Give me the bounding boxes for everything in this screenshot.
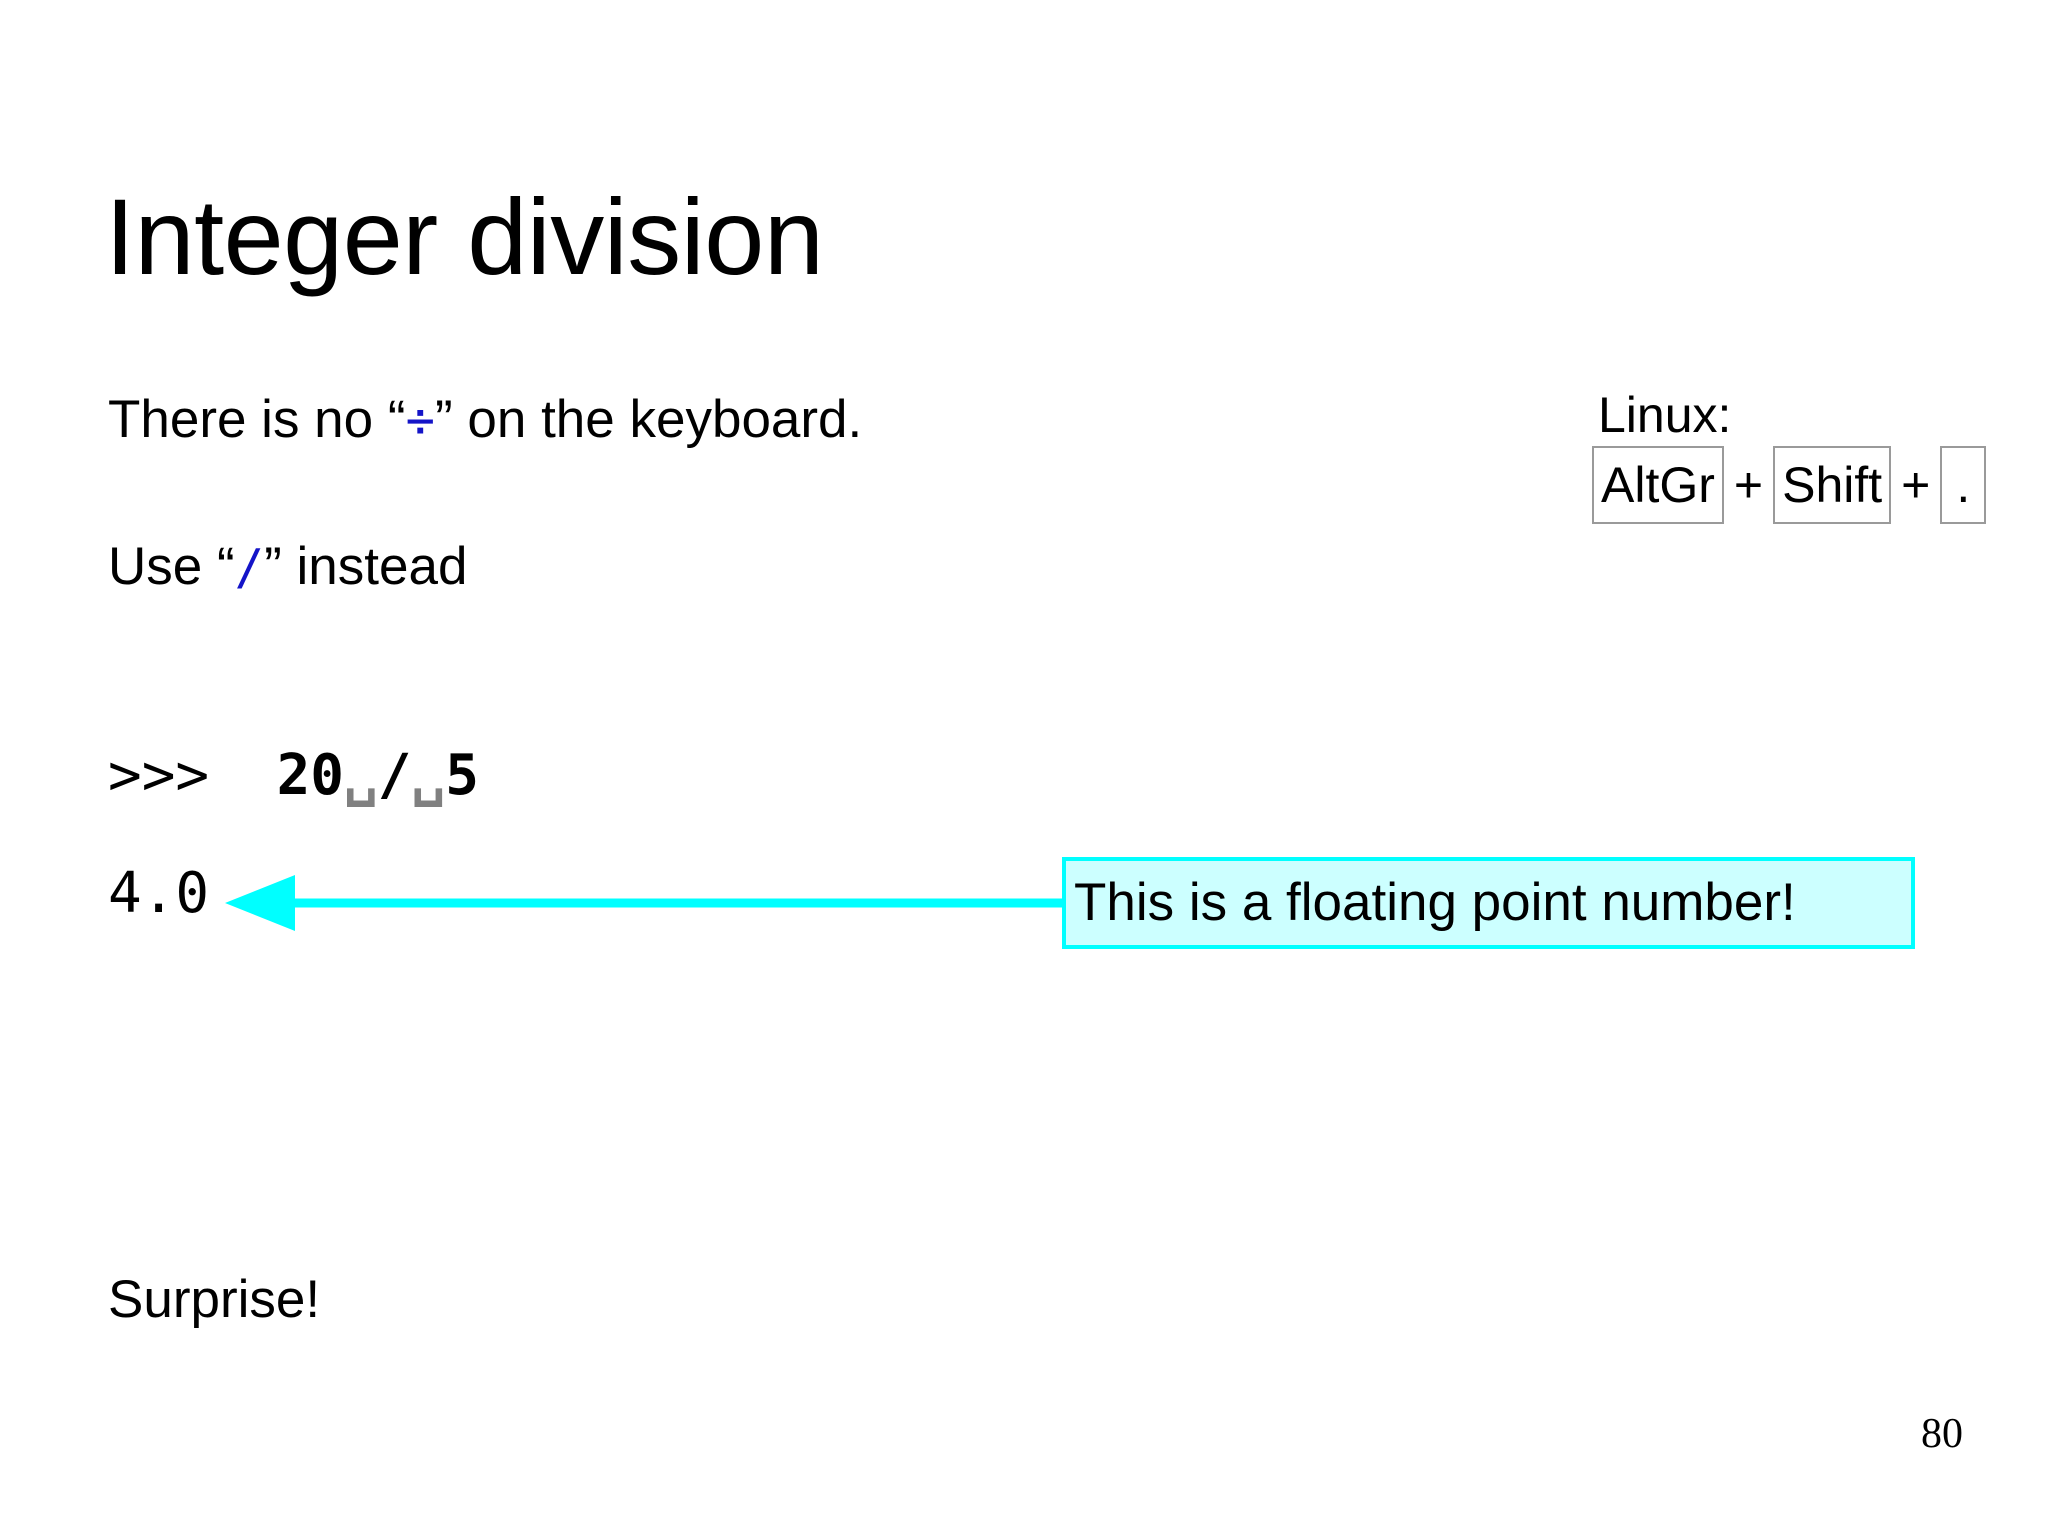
key-separator-plus-1: + bbox=[1733, 457, 1764, 513]
division-symbol: ÷ bbox=[405, 392, 436, 449]
key-altgr: AltGr bbox=[1592, 446, 1724, 524]
repl-expression: 20␣/␣5 bbox=[209, 743, 479, 808]
repl-prompt: >>> bbox=[108, 743, 210, 808]
linux-shortcut-block: Linux: AltGr + Shift + . bbox=[1592, 387, 1987, 524]
callout-arrow-icon bbox=[225, 875, 1070, 931]
page-number: 80 bbox=[1921, 1411, 1963, 1457]
space-marker-1: ␣ bbox=[344, 743, 378, 808]
callout-box: This is a floating point number! bbox=[1062, 857, 1915, 949]
key-combination-row: AltGr + Shift + . bbox=[1592, 446, 1987, 524]
repl-operator: / bbox=[377, 743, 412, 808]
surprise-text: Surprise! bbox=[108, 1270, 321, 1329]
key-shift: Shift bbox=[1773, 446, 1892, 524]
slash-symbol: / bbox=[234, 539, 265, 596]
no-division-sign-prefix: There is no “ bbox=[108, 390, 406, 449]
use-slash-prefix: Use “ bbox=[108, 537, 235, 596]
use-slash-text: Use “/” instead bbox=[108, 537, 467, 598]
key-period: . bbox=[1940, 446, 1987, 524]
repl-operand-left: 20 bbox=[276, 743, 345, 808]
repl-operand-right: 5 bbox=[445, 743, 479, 808]
use-slash-suffix: ” instead bbox=[264, 537, 468, 596]
page-title: Integer division bbox=[105, 176, 824, 298]
no-division-sign-text: There is no “÷” on the keyboard. bbox=[108, 390, 862, 451]
space-marker-2: ␣ bbox=[411, 743, 446, 808]
callout-text: This is a floating point number! bbox=[1074, 872, 1796, 932]
key-separator-plus-2: + bbox=[1901, 457, 1931, 513]
no-division-sign-suffix: ” on the keyboard. bbox=[435, 390, 863, 449]
linux-label: Linux: bbox=[1598, 387, 1732, 443]
repl-prompt-line: >>> 20␣/␣5 bbox=[108, 745, 479, 807]
repl-result-line: 4.0 bbox=[108, 861, 210, 926]
